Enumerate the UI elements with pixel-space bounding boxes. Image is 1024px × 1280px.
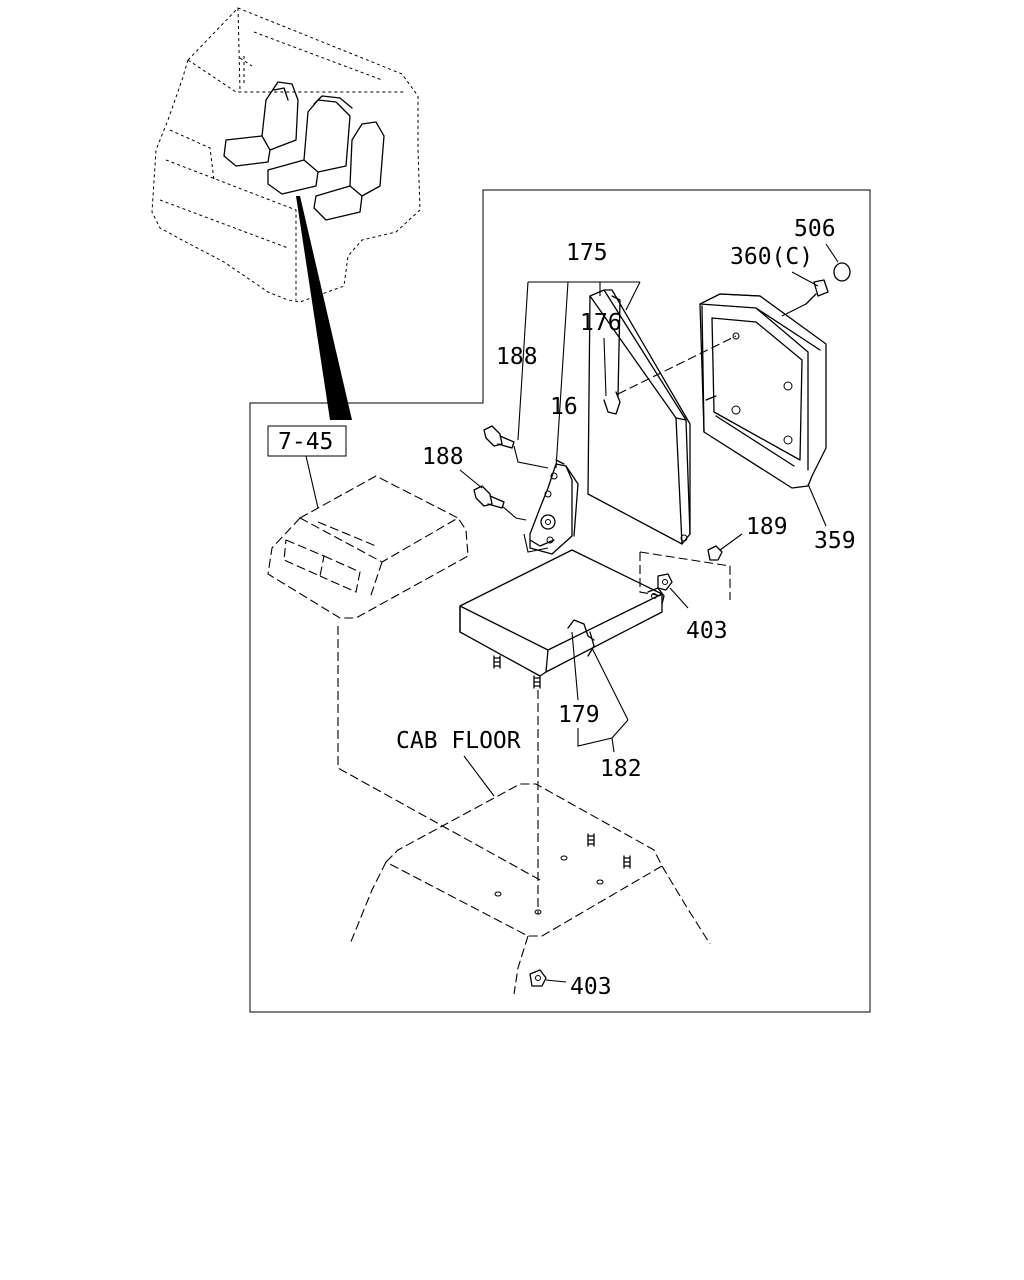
- callout-188-lower: 188: [422, 444, 464, 470]
- bolt-188-upper: [483, 425, 515, 449]
- callout-506: 506: [794, 216, 836, 242]
- backrest-frame-drawing: [699, 293, 827, 489]
- seat-cushion-drawing: [459, 549, 665, 689]
- label-cab-floor: CAB FLOOR: [396, 728, 521, 754]
- callout-16: 16: [550, 394, 578, 420]
- callout-189: 189: [746, 514, 788, 540]
- detail-frame: [249, 189, 871, 1013]
- cab-floor-drawing: [349, 783, 711, 995]
- cab-overview-drawing: [151, 7, 421, 420]
- plug-506: [833, 262, 851, 282]
- callout-359: 359: [814, 528, 856, 554]
- nut-403-lower: [529, 969, 547, 987]
- nut-403-upper: [657, 573, 673, 591]
- bolt-188-lower: [473, 485, 505, 509]
- callout-403-upper: 403: [686, 618, 728, 644]
- callout-179: 179: [558, 702, 600, 728]
- callout-360c: 360(C): [730, 244, 813, 270]
- center-console-drawing: [267, 475, 469, 619]
- reference-box-7-45[interactable]: 7-45: [267, 425, 347, 457]
- clip-360: [781, 279, 829, 317]
- callout-403-lower: 403: [570, 974, 612, 1000]
- hinge-bracket-drawing: [529, 459, 579, 555]
- reference-label: 7-45: [278, 429, 333, 455]
- backrest-cushion-drawing: [587, 289, 691, 545]
- callout-188-upper: 188: [496, 344, 538, 370]
- clip-189: [707, 545, 723, 561]
- callout-175: 175: [566, 240, 608, 266]
- callout-182: 182: [600, 756, 642, 782]
